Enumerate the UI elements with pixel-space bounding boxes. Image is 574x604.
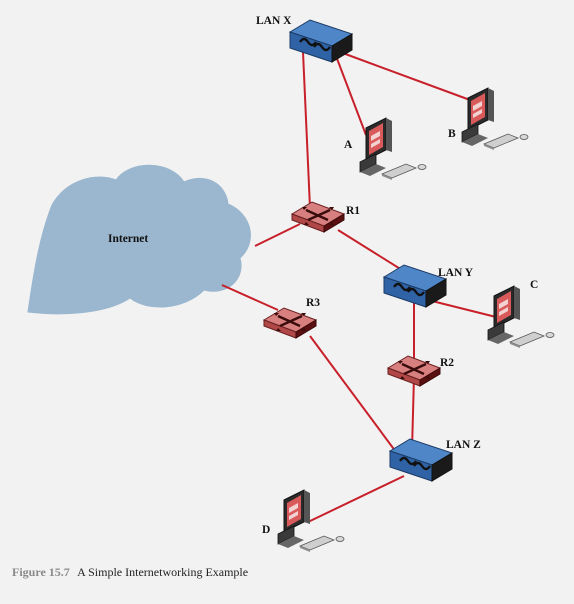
figure-title: A Simple Internetworking Example xyxy=(77,565,249,579)
host-c-computer-icon xyxy=(487,285,555,349)
host-d-label: D xyxy=(262,524,270,536)
lan-y-label: LAN Y xyxy=(438,267,474,279)
r3-label: R3 xyxy=(306,297,320,309)
link-r1-lany xyxy=(337,229,403,271)
lan-z-label: LAN Z xyxy=(446,439,481,451)
host-a-computer-icon xyxy=(359,117,427,181)
host-b-label: B xyxy=(448,128,456,140)
lan-x-switch-icon xyxy=(288,18,354,64)
link-lanx-b xyxy=(339,51,471,101)
internet-label: Internet xyxy=(108,233,148,245)
lan-x-label: LAN X xyxy=(256,15,292,27)
link-r2-lanz xyxy=(411,375,415,451)
figure-caption: Figure 15.7 A Simple Internetworking Exa… xyxy=(12,565,248,580)
internetworking-diagram: Internet LAN X LAN Y LAN Z R1 R2 R3 A B … xyxy=(27,15,555,553)
figure-number: Figure 15.7 xyxy=(12,565,70,579)
link-r1-internet xyxy=(254,223,301,247)
r1-label: R1 xyxy=(346,205,360,217)
link-lanz-d xyxy=(307,475,405,523)
r1-router-icon xyxy=(290,200,346,234)
r2-router-icon xyxy=(386,354,442,388)
host-a-label: A xyxy=(344,139,353,151)
links xyxy=(221,51,501,523)
link-r3-lanz xyxy=(309,335,397,453)
link-lanx-r1 xyxy=(302,51,311,209)
host-b-computer-icon xyxy=(461,87,529,151)
host-c-label: C xyxy=(530,279,538,291)
link-internet-r3 xyxy=(221,284,279,311)
internet-cloud: Internet xyxy=(27,164,251,315)
r2-label: R2 xyxy=(440,357,454,369)
lan-z-switch-icon xyxy=(388,437,454,483)
lan-y-switch-icon xyxy=(382,263,448,309)
r3-router-icon xyxy=(262,306,318,340)
link-lany-c xyxy=(427,299,501,319)
link-lanx-a xyxy=(335,55,367,136)
